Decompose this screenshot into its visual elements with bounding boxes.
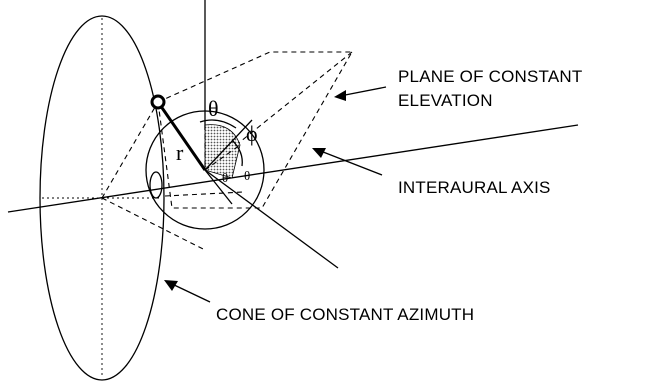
ear (149, 171, 163, 199)
axis-arrow-head (312, 148, 326, 158)
plane-arrow-head (334, 90, 346, 101)
head-circle (145, 110, 265, 230)
plane-arrow-line (339, 86, 387, 97)
phi-arc (231, 139, 243, 167)
theta-small-label-2: θ (244, 168, 250, 183)
cone-arrow-head (164, 280, 178, 291)
elevation-arrow-line (204, 119, 253, 171)
cone-label: CONE OF CONSTANT AZIMUTH (216, 305, 474, 324)
theta-e-line (204, 169, 233, 205)
axis-label: INTERAURAL AXIS (398, 178, 551, 197)
plane-label-line2: ELEVATION (398, 91, 493, 110)
radius-vector (156, 101, 207, 171)
elevation-plane (157, 51, 353, 209)
cone-arrow-line (169, 282, 211, 303)
head-inner-dashed-3 (164, 191, 245, 197)
cone-line-lower (101, 197, 206, 251)
theta-arc (199, 119, 237, 129)
source-point (150, 94, 166, 110)
r-label: r (176, 140, 184, 165)
head-inner-dashed-2 (204, 144, 241, 171)
plane-label-line1: PLANE OF CONSTANT (398, 67, 582, 86)
lower-line (204, 169, 339, 269)
phi-label: ϕ (246, 121, 258, 146)
theta-label: θ (208, 96, 219, 121)
cone-line-upper (101, 101, 159, 199)
cone-ellipse (39, 15, 165, 381)
interaural-axis (7, 124, 579, 213)
theta-small-label-1: θ (222, 170, 228, 185)
axis-arrow-line (317, 149, 383, 176)
